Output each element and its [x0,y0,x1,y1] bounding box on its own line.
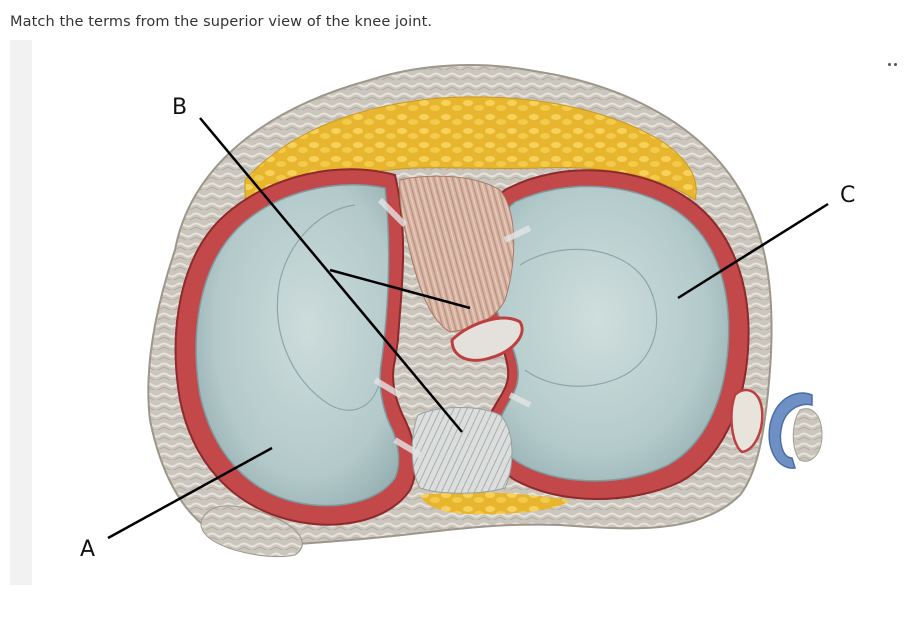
label-a: A [80,537,95,562]
intercondylar-notch-stump [450,316,524,362]
leader-line-b-to-ligament [329,268,471,310]
question-text: Match the terms from the superior view o… [10,14,433,30]
label-c: C [840,183,855,208]
medial-tibial-cartilage [195,184,400,507]
figure-frame [10,40,32,585]
label-b: B [172,95,187,120]
tendon-cross-section [792,408,823,462]
leader-line-b-to-acl [199,117,463,433]
leader-line-a [107,446,273,540]
posterior-tissue [200,505,303,558]
bursa [768,392,813,469]
posterior-cruciate-ligament [411,407,513,494]
infrapatellar-fat-pad [244,96,697,201]
posterior-fat [420,492,570,515]
popliteus-tendon [730,388,764,454]
leader-line-c [677,202,829,300]
more-options-icon[interactable] [886,60,900,70]
